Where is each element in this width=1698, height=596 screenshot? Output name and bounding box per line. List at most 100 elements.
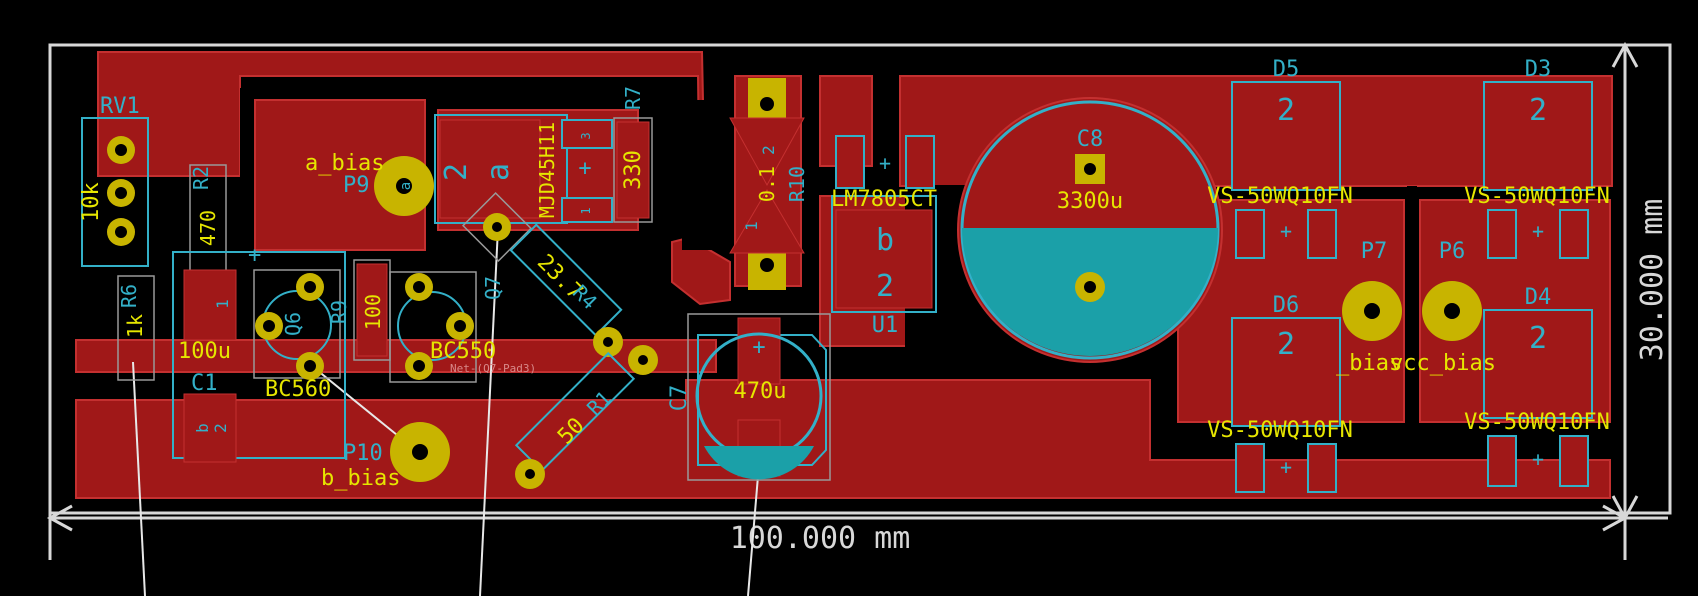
q8-pad3[interactable] — [561, 119, 613, 149]
c1-pad1-label: 1 — [213, 299, 232, 309]
d5-value: VS-50WQ10FN — [1207, 184, 1353, 209]
c7-outline — [697, 334, 827, 466]
d5-plus: + — [1280, 219, 1292, 243]
board-edge — [48, 43, 1672, 515]
q8-tab-pad[interactable] — [439, 119, 541, 219]
r9-value: 100 — [361, 294, 385, 330]
c1-ref: C1 — [191, 371, 218, 396]
u1-outline — [831, 195, 937, 313]
q5-courtyard — [389, 271, 477, 383]
c7-footprint[interactable] — [687, 313, 831, 481]
clearance-2 — [682, 100, 730, 250]
u1-value: LM7805CT — [831, 187, 937, 212]
rv1-value: 10k — [79, 182, 104, 222]
r1-footprint[interactable] — [514, 345, 658, 489]
q5-value: BC550 — [430, 339, 496, 364]
d5-footprint[interactable] — [1231, 81, 1341, 259]
d6-tab-pad[interactable] — [1231, 317, 1341, 427]
d4-tab-pad[interactable] — [1483, 309, 1593, 419]
p6-value: vcc_bias — [1390, 351, 1496, 376]
rv1-footprint[interactable] — [81, 117, 149, 267]
p10-pad[interactable] — [390, 422, 450, 482]
c8-footprint[interactable] — [957, 97, 1223, 363]
d4-pad1[interactable] — [1487, 435, 1517, 487]
d5-ref: D5 — [1273, 57, 1300, 82]
c1-pad1[interactable] — [183, 269, 237, 341]
r9-pad[interactable] — [356, 263, 388, 357]
d3-footprint[interactable] — [1483, 81, 1593, 259]
p9-value: a_bias — [305, 151, 384, 176]
r7-pad[interactable] — [616, 121, 650, 219]
d3-pad1[interactable] — [1487, 209, 1517, 259]
c7-value: 470u — [734, 379, 787, 404]
r4-footprint[interactable] — [509, 223, 623, 357]
c1-value: 100u — [178, 339, 231, 364]
d3-pad3[interactable] — [1559, 209, 1589, 259]
rv1-outline — [81, 117, 149, 267]
r2-value: 470 — [196, 210, 220, 246]
d5-pad3[interactable] — [1307, 209, 1337, 259]
d6-footprint[interactable] — [1231, 317, 1341, 493]
r7-footprint[interactable] — [613, 117, 653, 223]
r10-value: 0.1 — [755, 166, 779, 202]
u1-pad3[interactable] — [905, 135, 935, 189]
r1-body — [514, 351, 636, 473]
net-hint-label: Net-(Q7-Pad3) — [450, 362, 536, 375]
u1-footprint[interactable] — [831, 135, 937, 313]
d3-ref: D3 — [1525, 57, 1552, 82]
d6-pad3[interactable] — [1307, 443, 1337, 493]
r9-footprint[interactable] — [353, 259, 391, 361]
p9-pad-letter: a — [398, 182, 414, 190]
r4-body — [509, 223, 623, 337]
d4-value: VS-50WQ10FN — [1464, 410, 1610, 435]
p9-pad[interactable] — [374, 156, 434, 216]
q8-pad1[interactable] — [561, 197, 613, 223]
d4-ref: D4 — [1525, 285, 1552, 310]
c8-ref: C8 — [1077, 127, 1104, 152]
u1-tab-pad[interactable] — [835, 209, 933, 309]
c1-outline — [172, 251, 346, 459]
d4-pad3[interactable] — [1559, 435, 1589, 487]
p7-pad[interactable] — [1342, 281, 1402, 341]
r10-pad2-label: 2 — [759, 145, 778, 155]
q7-ref: Q7 — [481, 276, 505, 300]
q6-value: BC560 — [265, 377, 331, 402]
q6-ref: Q6 — [281, 312, 305, 336]
d6-pad1[interactable] — [1235, 443, 1265, 493]
r10-ref: R10 — [785, 166, 809, 202]
c8-value: 3300u — [1057, 189, 1123, 214]
d6-ref: D6 — [1273, 293, 1300, 318]
c1-pad2[interactable] — [183, 393, 237, 463]
d6-pad2-label: 2 — [1277, 327, 1295, 362]
u1-pad2-label: 2 — [876, 269, 894, 304]
q8-pad-a-label: a — [481, 163, 516, 181]
r6-outline — [117, 275, 155, 381]
q5-footprint[interactable] — [389, 271, 477, 383]
height-dimension-label: 30.000 mm — [1635, 199, 1670, 362]
c8-body — [960, 100, 1220, 360]
q8-footprint[interactable] — [434, 114, 613, 224]
c1-pad-b-label: b — [193, 423, 212, 433]
d3-tab-pad[interactable] — [1483, 81, 1593, 191]
p6-pad[interactable] — [1422, 281, 1482, 341]
d5-tab-pad[interactable] — [1231, 81, 1341, 191]
u1-pad-b-label: b — [876, 223, 894, 258]
c7-ref: C7 — [667, 385, 692, 412]
u1-pad1[interactable] — [835, 135, 865, 189]
r7-ref: R7 — [621, 86, 645, 110]
d4-footprint[interactable] — [1483, 309, 1593, 487]
q6-footprint[interactable] — [253, 269, 341, 380]
c1-plus: + — [248, 243, 261, 268]
d3-value: VS-50WQ10FN — [1464, 184, 1610, 209]
clearance-5 — [1407, 186, 1417, 436]
q8-pad1-label: 1 — [579, 207, 593, 214]
c1-footprint[interactable] — [172, 251, 346, 463]
d4-pad2-label: 2 — [1529, 321, 1547, 356]
r10-footprint[interactable] — [729, 78, 805, 290]
c7-pad1[interactable] — [737, 317, 781, 385]
q8-pad3-label: 3 — [579, 132, 593, 139]
d5-pad1[interactable] — [1235, 209, 1265, 259]
q7-footprint[interactable] — [461, 191, 533, 263]
rv1-ref: RV1 — [100, 94, 140, 119]
